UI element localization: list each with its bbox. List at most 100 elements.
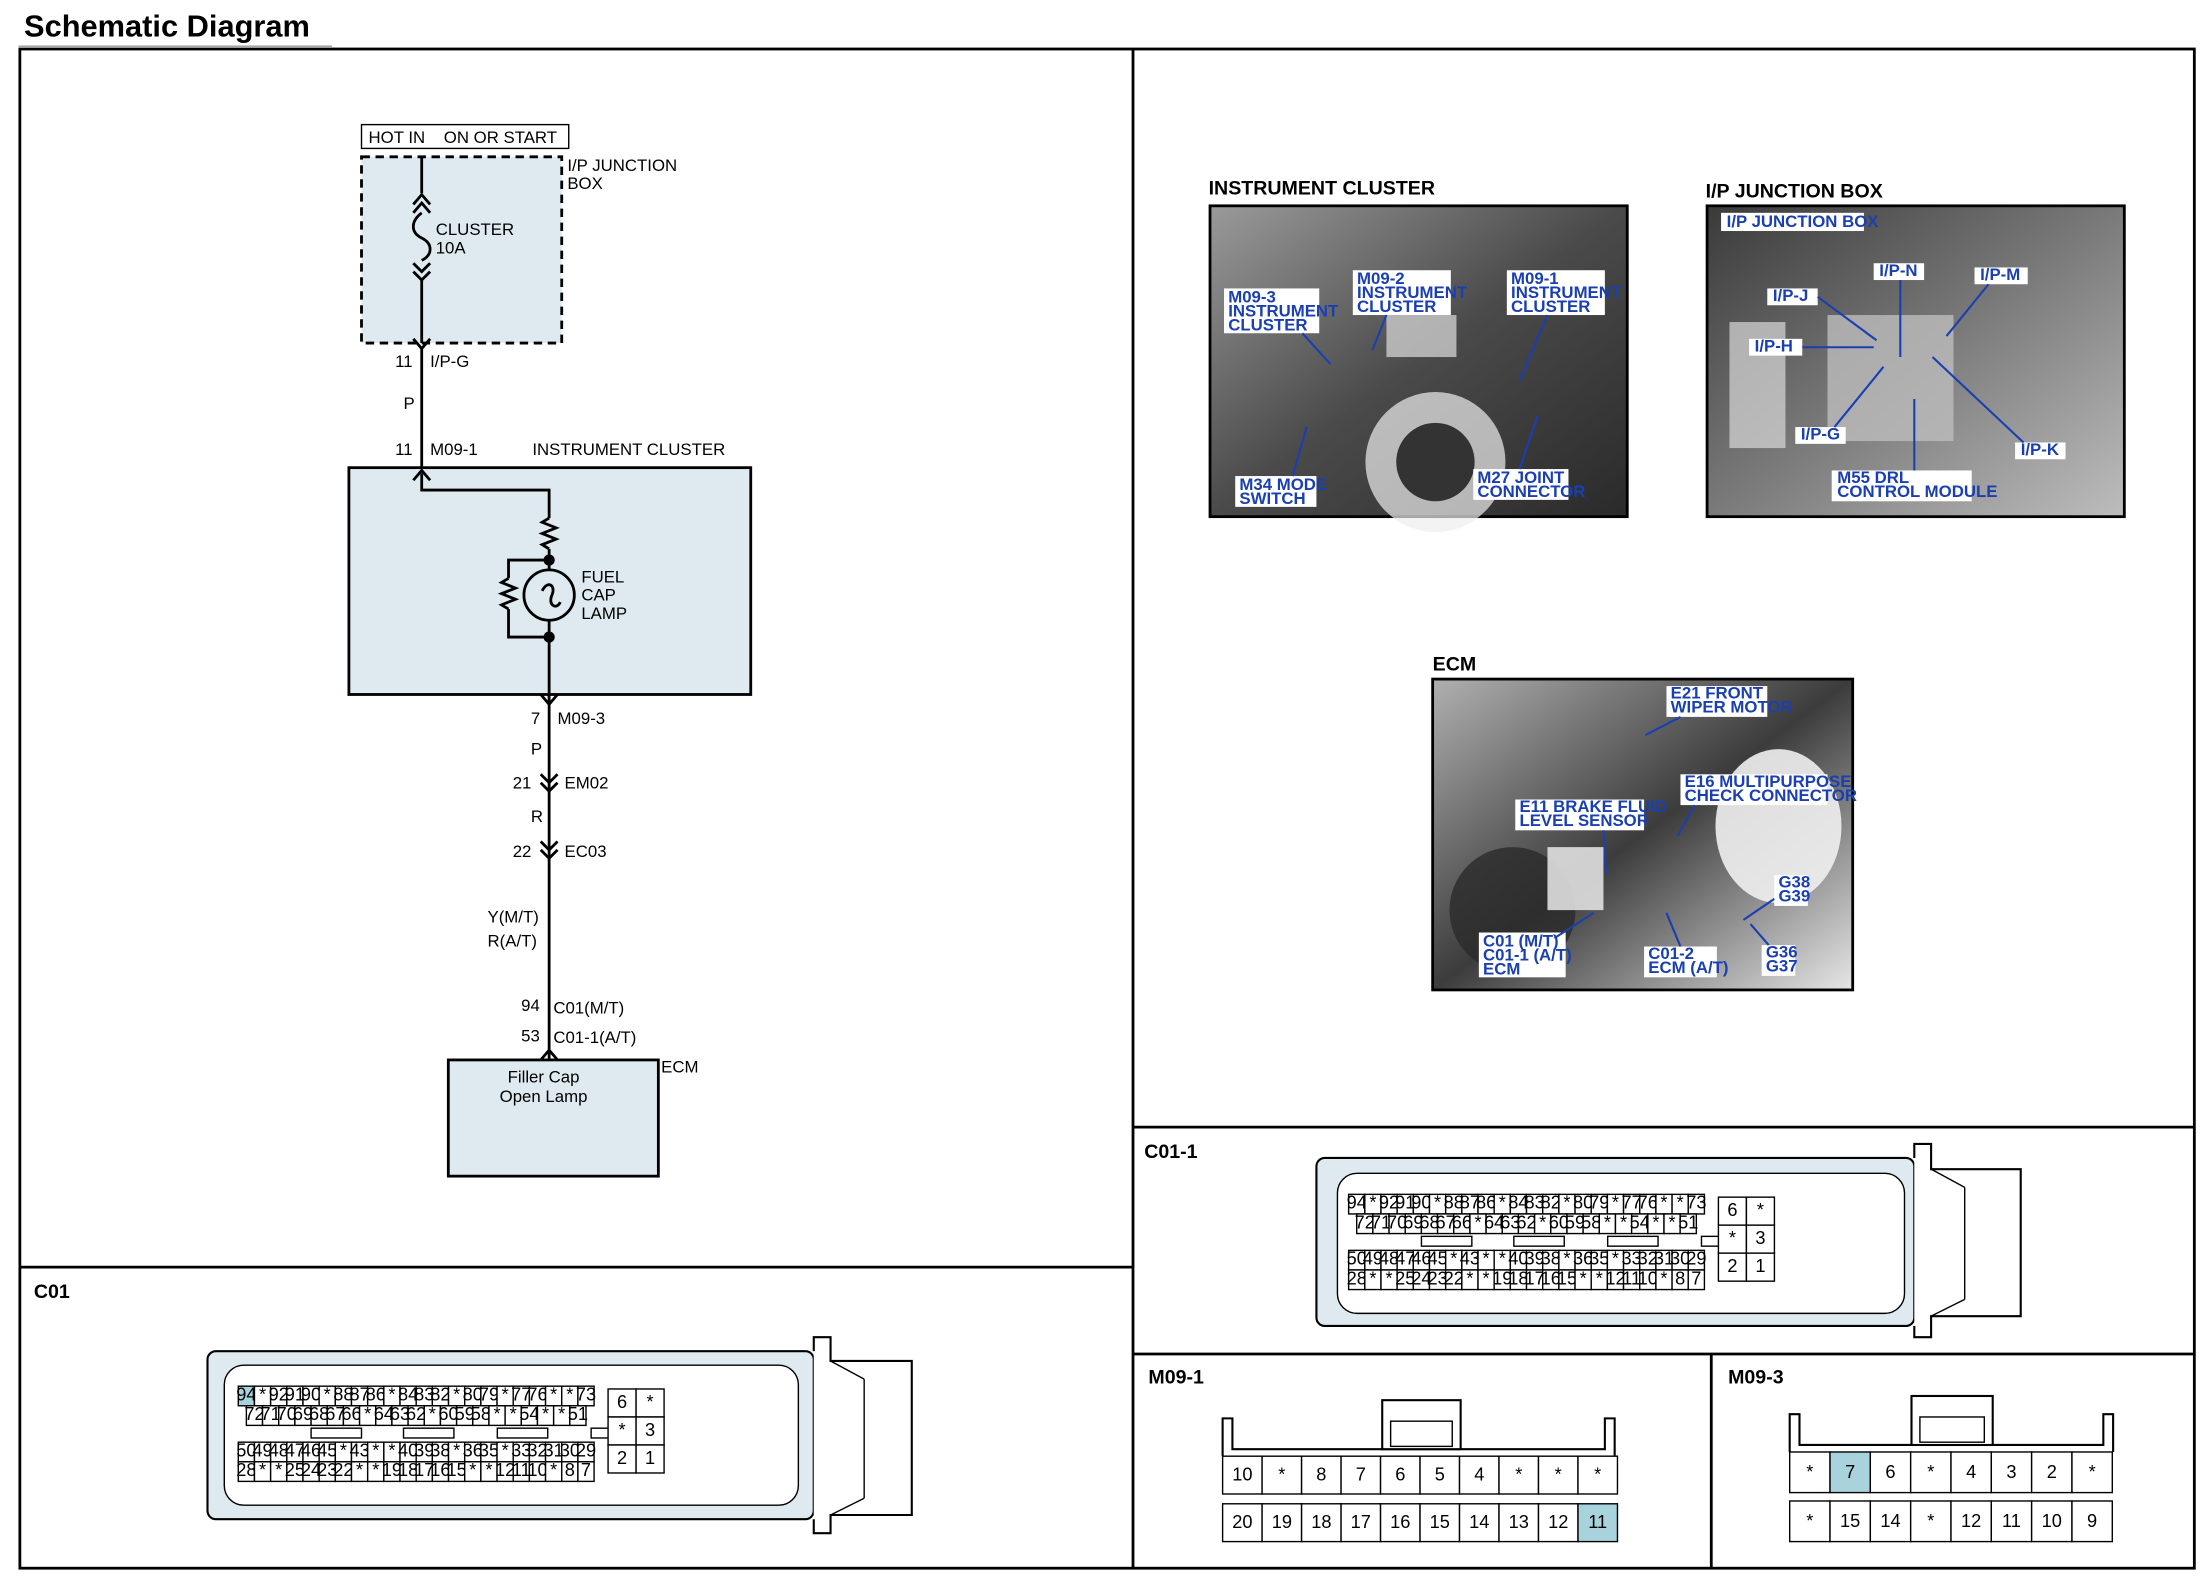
e16-photo-label-2: CHECK CONNECTOR [1685,786,1857,805]
m093-pin-1-2-cell [1869,1500,1912,1543]
e21-photo-tag [1666,686,1768,717]
c011-latch-line-1 [1930,1168,1966,1188]
c011-pin-0-8: 86 [1476,1193,1496,1213]
m091-photo-label-2: INSTRUMENT [1511,283,1622,302]
c01-pin-2-12: 38 [430,1441,450,1461]
m093-pin-0-0: * [1806,1462,1813,1482]
c011-pin-3-3: 25 [1395,1268,1415,1288]
c01-pin-2-3: 47 [285,1441,305,1461]
c01-pin-3-3: 25 [285,1460,305,1480]
c011-side-pin-2-0: 2 [1727,1256,1737,1276]
m34-photo-tag [1235,476,1317,507]
g36-pointer [1749,923,1770,946]
c01-pin-0-5: * [324,1385,331,1405]
c011-pin-1-15: * [1604,1212,1611,1232]
m092-photo-label-3: CLUSTER [1357,297,1436,316]
c01-pin-3-2: * [275,1460,282,1480]
m34-photo-label-1: M34 MODE [1239,475,1327,494]
m093-pin-1-6-cell [2030,1500,2073,1543]
ipg-connector-label: I/P-G [430,352,469,371]
c011-title: C01-1 [1144,1141,1197,1163]
c01-pin-1-20: 51 [568,1404,588,1424]
c01-polarizing-key-1 [402,1427,455,1439]
c011-pin-0-13: * [1563,1193,1570,1213]
m093-pin-1-4-cell [1950,1500,1993,1543]
m091-lock-inner [1389,1420,1453,1448]
m093-pin-1-1: 15 [1840,1511,1860,1531]
c011-pin-1-16: * [1620,1212,1627,1232]
c01-latch-line-1 [830,1360,865,1380]
c011-latch-line-2 [1930,1298,1966,1317]
c01-pin-3-21-cell [577,1461,595,1483]
c011-pin-1-10: 62 [1516,1212,1536,1232]
c011-pin-3-9: 19 [1492,1268,1512,1288]
m091-pin-0-9-cell [1577,1455,1619,1495]
c01-pin-1-10: 62 [406,1404,426,1424]
c011-pin-3-16: 12 [1605,1268,1625,1288]
m093-photo-label-2: INSTRUMENT [1228,301,1339,320]
ecm-box-label-1: Filler Cap [508,1067,580,1086]
c01-photo-label-3: ECM [1483,960,1520,979]
m093-pin-1-7-cell [2071,1500,2113,1543]
e11-photo-tag [1515,799,1645,831]
m091-pin-0-6: 4 [1474,1465,1484,1485]
c011-pin-3-10: 18 [1508,1268,1528,1288]
c01-pin-1-14: 58 [471,1404,491,1424]
c01-pin-1-16: * [510,1404,517,1424]
junction-box-label-2: BOX [567,174,602,193]
c011-pin-0-3: 91 [1395,1193,1415,1213]
c01-pin-3-17: 11 [512,1460,531,1480]
c011-pin-2-6: * [1450,1249,1457,1269]
wire-color-p1: P [404,394,415,413]
reservoir-shape [1547,847,1604,911]
c01-pin-0-6: 88 [333,1385,353,1405]
c011-pin-3-18: 10 [1638,1268,1658,1288]
m091-pin-1-4-cell [1379,1503,1421,1543]
c011-pin-3-13: 15 [1557,1268,1577,1288]
m091-pin-1-1: 19 [1272,1512,1292,1532]
c011-pin-1-4: 68 [1419,1212,1439,1232]
m091-pointer [1518,314,1549,382]
m092-photo-label-2: INSTRUMENT [1357,283,1468,302]
fuse-symbol [411,156,432,344]
c011-pin-1-1: 71 [1371,1212,1391,1232]
cluster-housing-shape [1386,315,1457,358]
em02-pin: 21 [513,773,532,792]
c01-pin-1-6: 66 [341,1404,361,1424]
m091-pin-1-6: 14 [1469,1512,1489,1532]
c011-side-pin-1-0: * [1729,1228,1736,1248]
m55-photo-label-1: M55 DRL [1837,468,1909,487]
ipm-photo-tag [1974,267,2028,285]
c011-pin-2-14: 36 [1573,1249,1593,1269]
c01-pin-grid: 94*929190*888786*848382*8079*7776**73727… [236,1385,665,1483]
c01-pin-2-2: 48 [269,1441,289,1461]
c011-pin-0-15: 79 [1589,1193,1609,1213]
m091-pin-0-0: 10 [1232,1465,1252,1485]
m093-connector-label: M09-3 [558,709,606,728]
e21-photo-label-2: WIPER MOTOR [1671,698,1793,717]
c011-pin-3-5: 23 [1427,1268,1447,1288]
c011-side-pin-0-0: 6 [1727,1200,1737,1220]
c01-polarizing-key-2 [496,1427,549,1439]
c011-pin-0-5: * [1434,1193,1441,1213]
c01-pin-2-5: 45 [317,1441,337,1461]
c011-pin-0-10: 84 [1508,1193,1528,1213]
c012-photo-label-1: C01-2 [1648,944,1694,963]
ipj-photo-label: I/P-J [1773,286,1808,305]
c011-connector-label: C01-1(A/T) [553,1028,636,1047]
c011-pin-0-17: 77 [1622,1193,1642,1213]
ipn1-photo-label: I/P-N [1879,261,1917,280]
m093-pin-1-0-cell [1788,1500,1831,1543]
g36-photo-label-1: G36 [1766,943,1798,962]
instrument-cluster-photo: INSTRUMENT CLUSTER M09-3 INSTRUMENT CLUS… [1209,178,1629,533]
e21-pointer [1644,715,1681,737]
ipk-photo-label: I/P-K [2021,440,2059,459]
c011-pin-3-2: * [1386,1268,1393,1288]
c01-pin-3-6: 22 [333,1460,353,1480]
c011-pin-2-19: 31 [1654,1249,1674,1269]
e21-photo-label-1: E21 FRONT [1671,684,1764,703]
c01-pin-2-13: * [453,1441,460,1461]
c01-latch [812,1336,913,1535]
ip-junction-box-photo: I/P JUNCTION BOX I/P JUNCTION BOX I/P-N … [1706,180,2126,519]
c01-pin-1-13: 59 [455,1404,475,1424]
